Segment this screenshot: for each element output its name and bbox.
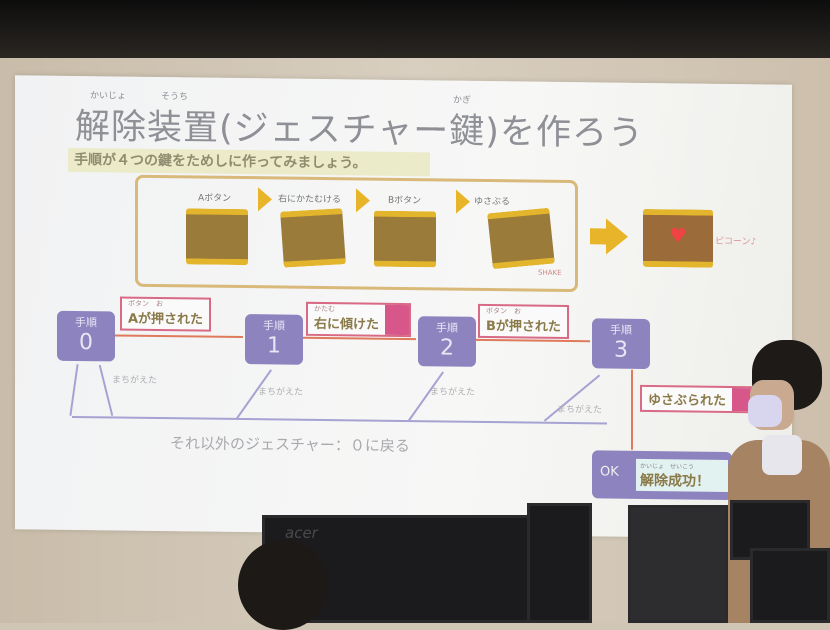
mistake-label: まちがえた [112,375,158,386]
step-label: ゆさぶる [474,196,511,208]
ok-label: OK [600,464,619,480]
reset-arrow [69,364,79,416]
result-sound: ピコーン♪ [715,236,757,248]
shake-label: SHAKE [538,268,562,277]
success-arrow [631,369,633,450]
microbit-board [374,210,436,268]
result-arrow-icon [606,218,628,255]
microbit-board [280,208,346,268]
monitor-brand: acer [285,524,318,542]
ceiling [0,0,830,58]
tilt-icon [385,304,410,336]
microbit-result-board: ♥ [643,208,713,268]
arrow-icon [356,188,370,213]
mistake-label: まちがえた [430,387,476,398]
step-label: Bボタン [388,195,422,207]
gesture-illustration: Aボタン 右にかたむける Bボタン ゆさぶる SHAKE [135,174,578,293]
arrow-icon [456,189,470,214]
monitor [527,503,592,623]
slide-subtitle: 手順が４つの鍵をためしに作ってみましょう。 [68,147,430,177]
microbit-board [487,207,555,270]
arrow-icon [258,187,272,212]
step-label: Aボタン [198,193,232,204]
success-message: かいじょ せいこう 解除成功！ [636,458,728,492]
audience-head [238,540,328,630]
step-label: 右にかたむける [278,194,342,206]
mistake-label: まちがえた [258,387,304,398]
transition-arrow [115,334,243,339]
microbit-board [186,208,248,266]
transition-arrow [303,336,416,341]
transition-arrow [476,338,590,343]
face-mask [748,395,782,427]
ok-box: OK かいじょ せいこう 解除成功！ [592,450,732,501]
mistake-label: まちがえた [557,404,603,416]
result-arrow-bar [590,228,606,245]
monitor [628,505,728,623]
condition-tilt-right: かたむ右に傾けた [306,301,412,338]
projected-slide: かいじょ そうち かぎ 解除装置(ジェスチャー鍵)を作ろう 手順が４つの鍵をため… [15,75,792,539]
reset-text: それ以外のジェスチャー：０に戻る [170,434,410,456]
monitor [750,548,830,623]
reset-line [72,415,607,425]
slide-title: 解除装置(ジェスチャー鍵)を作ろう [75,106,644,154]
